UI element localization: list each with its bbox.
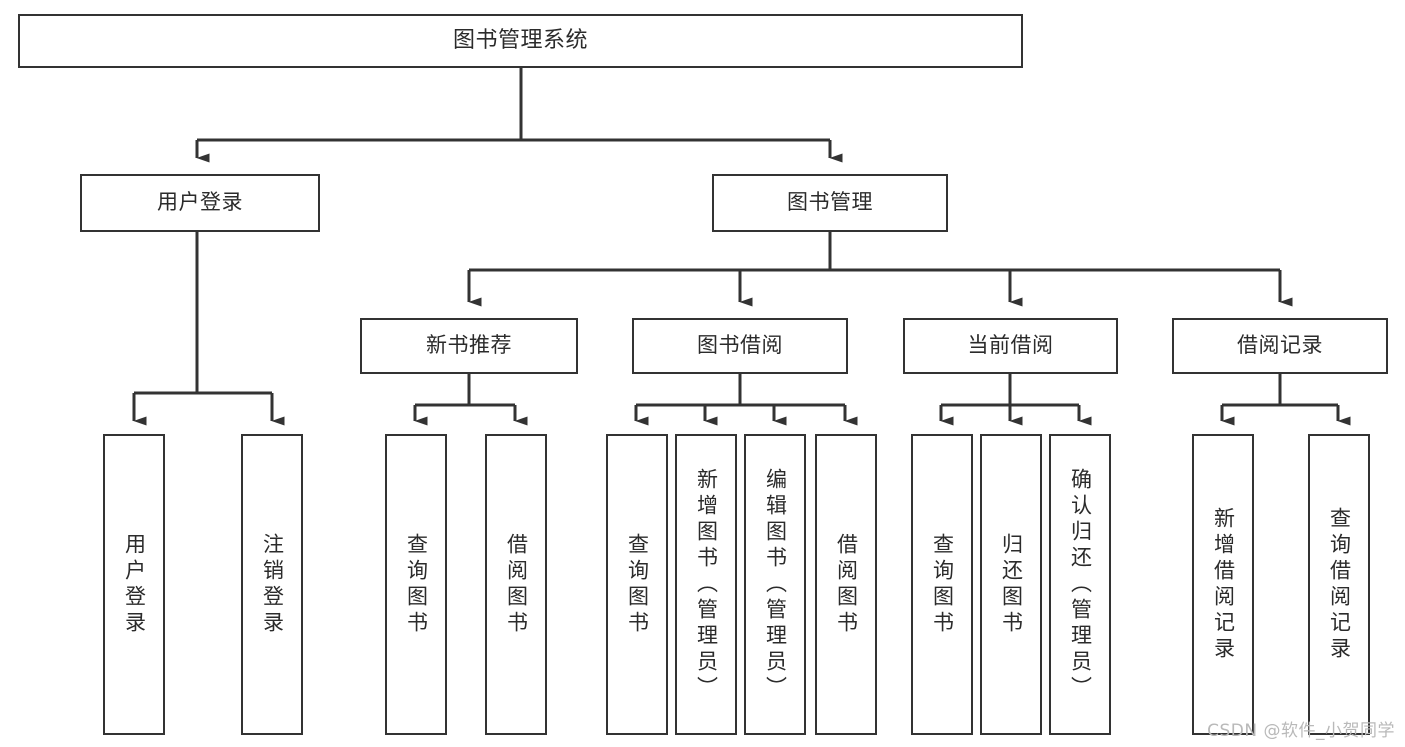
- node-leaf-borrow-book-1[interactable]: 借阅图书: [485, 434, 547, 735]
- node-leaf-borrow-book-2[interactable]: 借阅图书: [815, 434, 877, 735]
- node-root-system-label: 图书管理系统: [452, 27, 588, 53]
- node-leaf-add-record-label: 新增借阅记录: [1211, 506, 1236, 663]
- node-book-borrow[interactable]: 图书借阅: [632, 318, 848, 374]
- node-leaf-query-book-3[interactable]: 查询图书: [911, 434, 973, 735]
- node-new-book-recommend-label: 新书推荐: [426, 333, 512, 358]
- node-leaf-confirm-return-label: 确认归还（管理员）: [1068, 467, 1093, 702]
- node-root-system[interactable]: 图书管理系统: [18, 14, 1023, 68]
- node-leaf-user-login-label: 用户登录: [122, 532, 147, 637]
- node-leaf-confirm-return[interactable]: 确认归还（管理员）: [1049, 434, 1111, 735]
- node-user-login-label: 用户登录: [157, 190, 243, 215]
- node-leaf-edit-book-label: 编辑图书（管理员）: [763, 467, 788, 702]
- node-user-login[interactable]: 用户登录: [80, 174, 320, 232]
- node-leaf-logout-login[interactable]: 注销登录: [241, 434, 303, 735]
- node-leaf-add-book-label: 新增图书（管理员）: [694, 467, 719, 702]
- node-leaf-query-book-1-label: 查询图书: [404, 532, 429, 637]
- node-leaf-query-book-2-label: 查询图书: [625, 532, 650, 637]
- node-borrow-record[interactable]: 借阅记录: [1172, 318, 1388, 374]
- node-leaf-logout-login-label: 注销登录: [260, 532, 285, 637]
- node-leaf-query-record-label: 查询借阅记录: [1327, 506, 1352, 663]
- node-leaf-query-record[interactable]: 查询借阅记录: [1308, 434, 1370, 735]
- node-borrow-record-label: 借阅记录: [1237, 333, 1323, 358]
- node-leaf-query-book-2[interactable]: 查询图书: [606, 434, 668, 735]
- node-leaf-add-book[interactable]: 新增图书（管理员）: [675, 434, 737, 735]
- node-leaf-query-book-1[interactable]: 查询图书: [385, 434, 447, 735]
- node-leaf-query-book-3-label: 查询图书: [930, 532, 955, 637]
- node-new-book-recommend[interactable]: 新书推荐: [360, 318, 578, 374]
- node-book-borrow-label: 图书借阅: [697, 333, 783, 358]
- node-leaf-borrow-book-2-label: 借阅图书: [834, 532, 859, 637]
- node-book-management-label: 图书管理: [787, 190, 873, 215]
- node-leaf-user-login[interactable]: 用户登录: [103, 434, 165, 735]
- node-book-management[interactable]: 图书管理: [712, 174, 948, 232]
- node-leaf-borrow-book-1-label: 借阅图书: [504, 532, 529, 637]
- node-current-borrow[interactable]: 当前借阅: [903, 318, 1118, 374]
- node-current-borrow-label: 当前借阅: [967, 333, 1054, 358]
- node-leaf-edit-book[interactable]: 编辑图书（管理员）: [744, 434, 806, 735]
- node-leaf-return-book-label: 归还图书: [999, 532, 1024, 637]
- node-leaf-add-record[interactable]: 新增借阅记录: [1192, 434, 1254, 735]
- node-leaf-return-book[interactable]: 归还图书: [980, 434, 1042, 735]
